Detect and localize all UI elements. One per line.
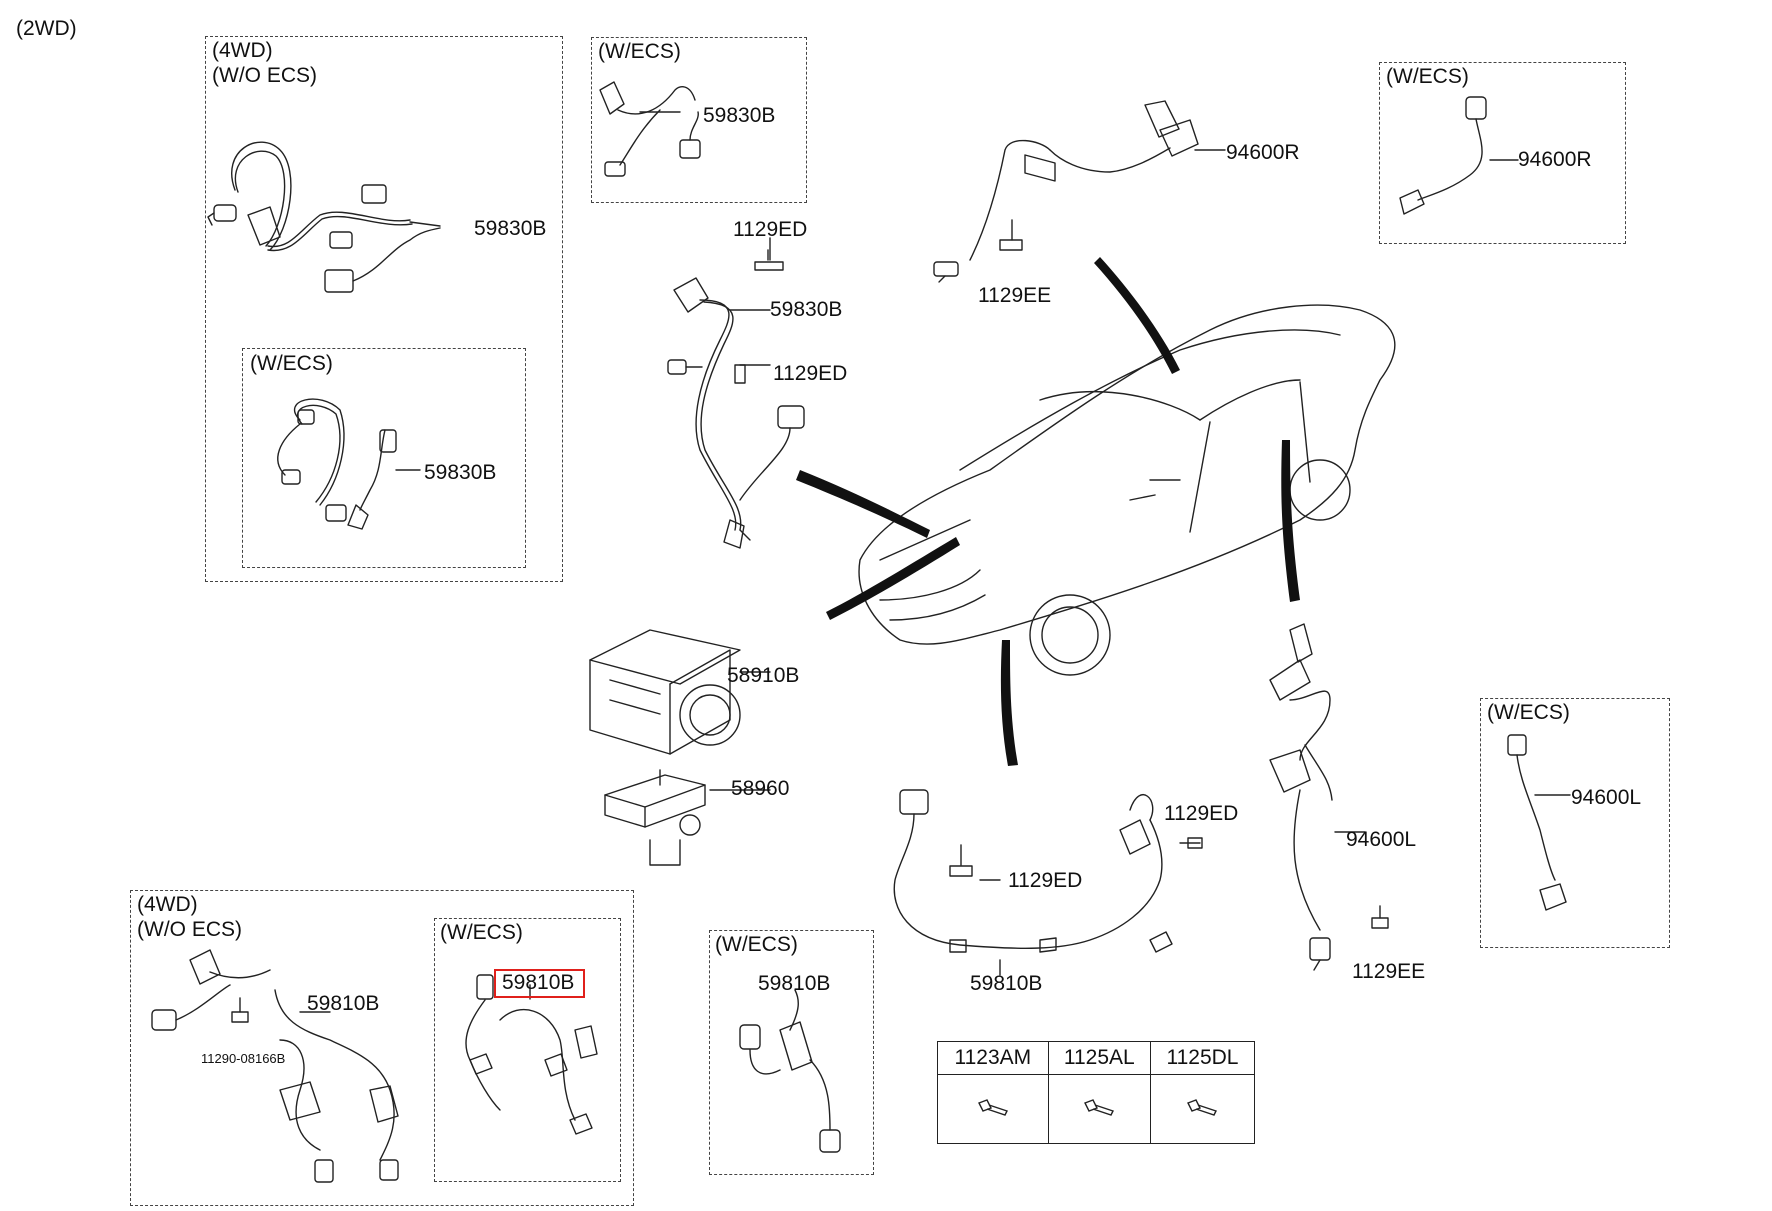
- group-box-rear-lhs-w-ecs: [1480, 698, 1670, 948]
- part-label-59830b[interactable]: 59830B: [474, 217, 547, 240]
- fastener-header[interactable]: 1123AM: [937, 1041, 1049, 1075]
- part-label-1129ed[interactable]: 1129ED: [773, 362, 848, 385]
- sensor-rear-w-ecs-top: [599, 81, 701, 177]
- group-label-4wd: (4WD): [137, 893, 198, 916]
- pointer-arrows: [796, 257, 1300, 766]
- part-label-1129ed[interactable]: 1129ED: [733, 218, 808, 241]
- sensor-4wd-front-wo-ecs: [151, 949, 399, 1183]
- group-box-rear-4wd-wo-ecs: [205, 36, 563, 582]
- part-label-1129ed[interactable]: 1129ED: [1008, 869, 1083, 892]
- selected-part-highlight: [494, 969, 585, 998]
- group-label-w-ecs: (W/ECS): [598, 40, 681, 63]
- fastener-header[interactable]: 1125DL: [1149, 1041, 1256, 1075]
- group-box-front-2wd-w-ecs: [709, 930, 874, 1175]
- part-label-58960[interactable]: 58960: [731, 777, 790, 800]
- part-label-1129ed[interactable]: 1129ED: [1164, 802, 1239, 825]
- sensor-4wd-rear-w-ecs: [277, 398, 421, 530]
- group-label-wo-ecs: (W/O ECS): [212, 64, 317, 87]
- sensor-94600r-ecs: [1399, 96, 1519, 215]
- part-label-59810b[interactable]: 59810B: [970, 972, 1043, 995]
- group-label-4wd: (4WD): [212, 39, 273, 62]
- group-box-rear-rhs-w-ecs: [1379, 62, 1626, 244]
- bracket-58960: [604, 769, 771, 866]
- group-label-w-ecs: (W/ECS): [1386, 65, 1469, 88]
- sensor-94600l-ecs: [1507, 734, 1571, 911]
- part-label-59830b[interactable]: 59830B: [703, 104, 776, 127]
- part-label-58910b[interactable]: 58910B: [727, 664, 800, 687]
- fastener-cell: [937, 1074, 1049, 1144]
- fastener-header[interactable]: 1125AL: [1047, 1041, 1151, 1075]
- fastener-table: 1123AM 1125AL 1125DL: [937, 1041, 1256, 1144]
- bolt-icon: [1084, 1098, 1115, 1116]
- sensor-59830b-main: [667, 237, 805, 549]
- sensor-4wd-front-w-ecs: [465, 974, 598, 1135]
- part-label-94600l[interactable]: 94600L: [1346, 828, 1417, 851]
- part-label-59810b-selected[interactable]: 59810B: [502, 971, 575, 994]
- sensor-4wd-rear-wo-ecs: [207, 141, 441, 293]
- group-label-w-ecs: (W/ECS): [1487, 701, 1570, 724]
- fastener-cell: [1149, 1074, 1256, 1144]
- sensor-94600l-main: [1269, 623, 1389, 971]
- group-box-front-4wd-wo-ecs: [130, 890, 634, 1206]
- vehicle-outline: [858, 304, 1396, 676]
- part-label-59810b[interactable]: 59810B: [307, 992, 380, 1015]
- bolt-icon: [1187, 1098, 1218, 1116]
- part-label-59830b[interactable]: 59830B: [770, 298, 843, 321]
- group-box-front-4wd-w-ecs: [434, 918, 621, 1182]
- group-label-w-ecs: (W/ECS): [250, 352, 333, 375]
- part-label-11290-08166b[interactable]: 11290-08166B: [201, 1051, 286, 1066]
- group-box-rear-2wd-w-ecs: [591, 37, 807, 203]
- variant-label: (2WD): [16, 17, 77, 40]
- part-label-94600l[interactable]: 94600L: [1571, 786, 1642, 809]
- group-box-rear-4wd-w-ecs: [242, 348, 526, 568]
- part-label-59810b[interactable]: 59810B: [758, 972, 831, 995]
- group-label-w-ecs: (W/ECS): [715, 933, 798, 956]
- part-label-94600r[interactable]: 94600R: [1518, 148, 1592, 171]
- bolt-icon: [977, 1098, 1008, 1116]
- group-label-wo-ecs: (W/O ECS): [137, 918, 242, 941]
- abs-unit-58910b: [589, 629, 771, 755]
- part-label-1129ee[interactable]: 1129EE: [1352, 960, 1426, 983]
- sensor-2wd-front-w-ecs: [739, 989, 841, 1153]
- fastener-cell: [1047, 1074, 1151, 1144]
- sensor-59810b-main: [893, 789, 1203, 976]
- group-label-w-ecs: (W/ECS): [440, 921, 523, 944]
- part-label-59830b[interactable]: 59830B: [424, 461, 497, 484]
- part-label-94600r[interactable]: 94600R: [1226, 141, 1300, 164]
- sensor-94600r-main: [933, 100, 1226, 283]
- part-label-1129ee[interactable]: 1129EE: [978, 284, 1052, 307]
